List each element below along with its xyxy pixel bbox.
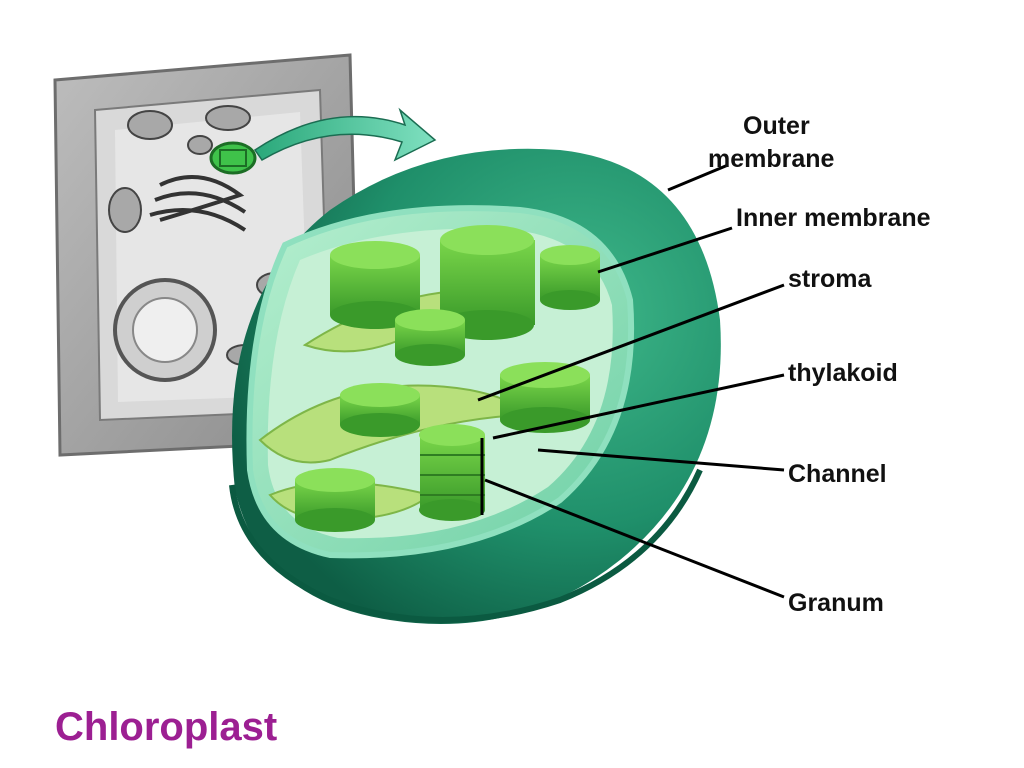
label-thylakoid: thylakoid bbox=[788, 359, 898, 387]
granum-stack bbox=[500, 362, 590, 433]
leader-line-stroma bbox=[477, 283, 785, 402]
label-outer-membrane-line2: membrane bbox=[708, 145, 835, 173]
diagram-title: Chloroplast bbox=[55, 705, 278, 749]
leader-line-channel bbox=[537, 448, 785, 472]
zoom-arrow bbox=[253, 107, 437, 162]
granum-stack bbox=[395, 309, 465, 366]
leader-line-outer-membrane bbox=[667, 163, 729, 192]
granum-stack bbox=[340, 383, 420, 437]
chloroplast-cutaway bbox=[229, 148, 721, 624]
leader-line-thylakoid bbox=[492, 373, 785, 440]
granum-stack bbox=[540, 245, 600, 310]
label-channel: Channel bbox=[788, 460, 887, 488]
granum-stack bbox=[330, 241, 420, 329]
leader-line-inner-membrane bbox=[597, 226, 733, 274]
label-stroma: stroma bbox=[788, 265, 872, 293]
leader-line-granum bbox=[484, 478, 785, 599]
label-granum: Granum bbox=[788, 589, 884, 617]
granum-stack bbox=[295, 468, 375, 532]
label-inner-membrane: Inner membrane bbox=[736, 204, 931, 232]
granum-stack bbox=[419, 424, 485, 521]
leader-lines bbox=[477, 163, 785, 599]
highlighted-chloroplast bbox=[209, 141, 257, 175]
label-outer-membrane-line1: Outer bbox=[743, 112, 810, 140]
